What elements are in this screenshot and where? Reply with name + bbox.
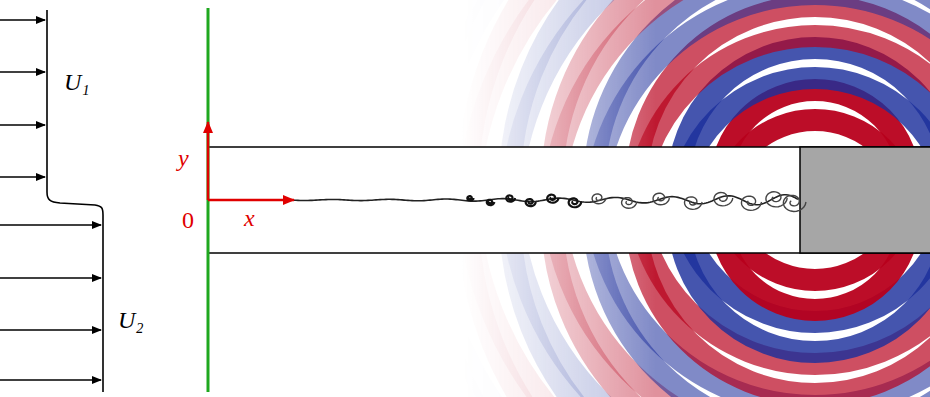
vortex: [547, 195, 558, 203]
origin-label: 0: [182, 208, 194, 232]
vortex: [487, 200, 495, 205]
vortex: [569, 198, 582, 207]
wave-front: [510, 0, 930, 397]
vortex: [741, 196, 761, 210]
vortex: [714, 192, 733, 205]
vortex-street: [290, 192, 806, 212]
axis-label: y: [178, 146, 189, 170]
axis-label: x: [244, 206, 255, 230]
vortex: [592, 194, 606, 204]
vortex: [653, 193, 669, 205]
vortex: [685, 197, 703, 210]
vortex: [622, 198, 637, 209]
velocity-label: U₂: [118, 308, 144, 332]
vortex: [506, 195, 515, 201]
velocity-label: U₁: [64, 70, 90, 94]
solid-block: [800, 147, 930, 253]
wave-front: [510, 0, 930, 397]
vortex: [526, 199, 536, 206]
shear-sheet: [290, 195, 798, 205]
vortex: [467, 196, 473, 200]
shear-layer-domain: [208, 147, 930, 253]
velocity-profile: [0, 10, 103, 392]
x-axis: [208, 199, 294, 202]
vortex: [783, 195, 806, 211]
y-axis: [207, 122, 210, 200]
